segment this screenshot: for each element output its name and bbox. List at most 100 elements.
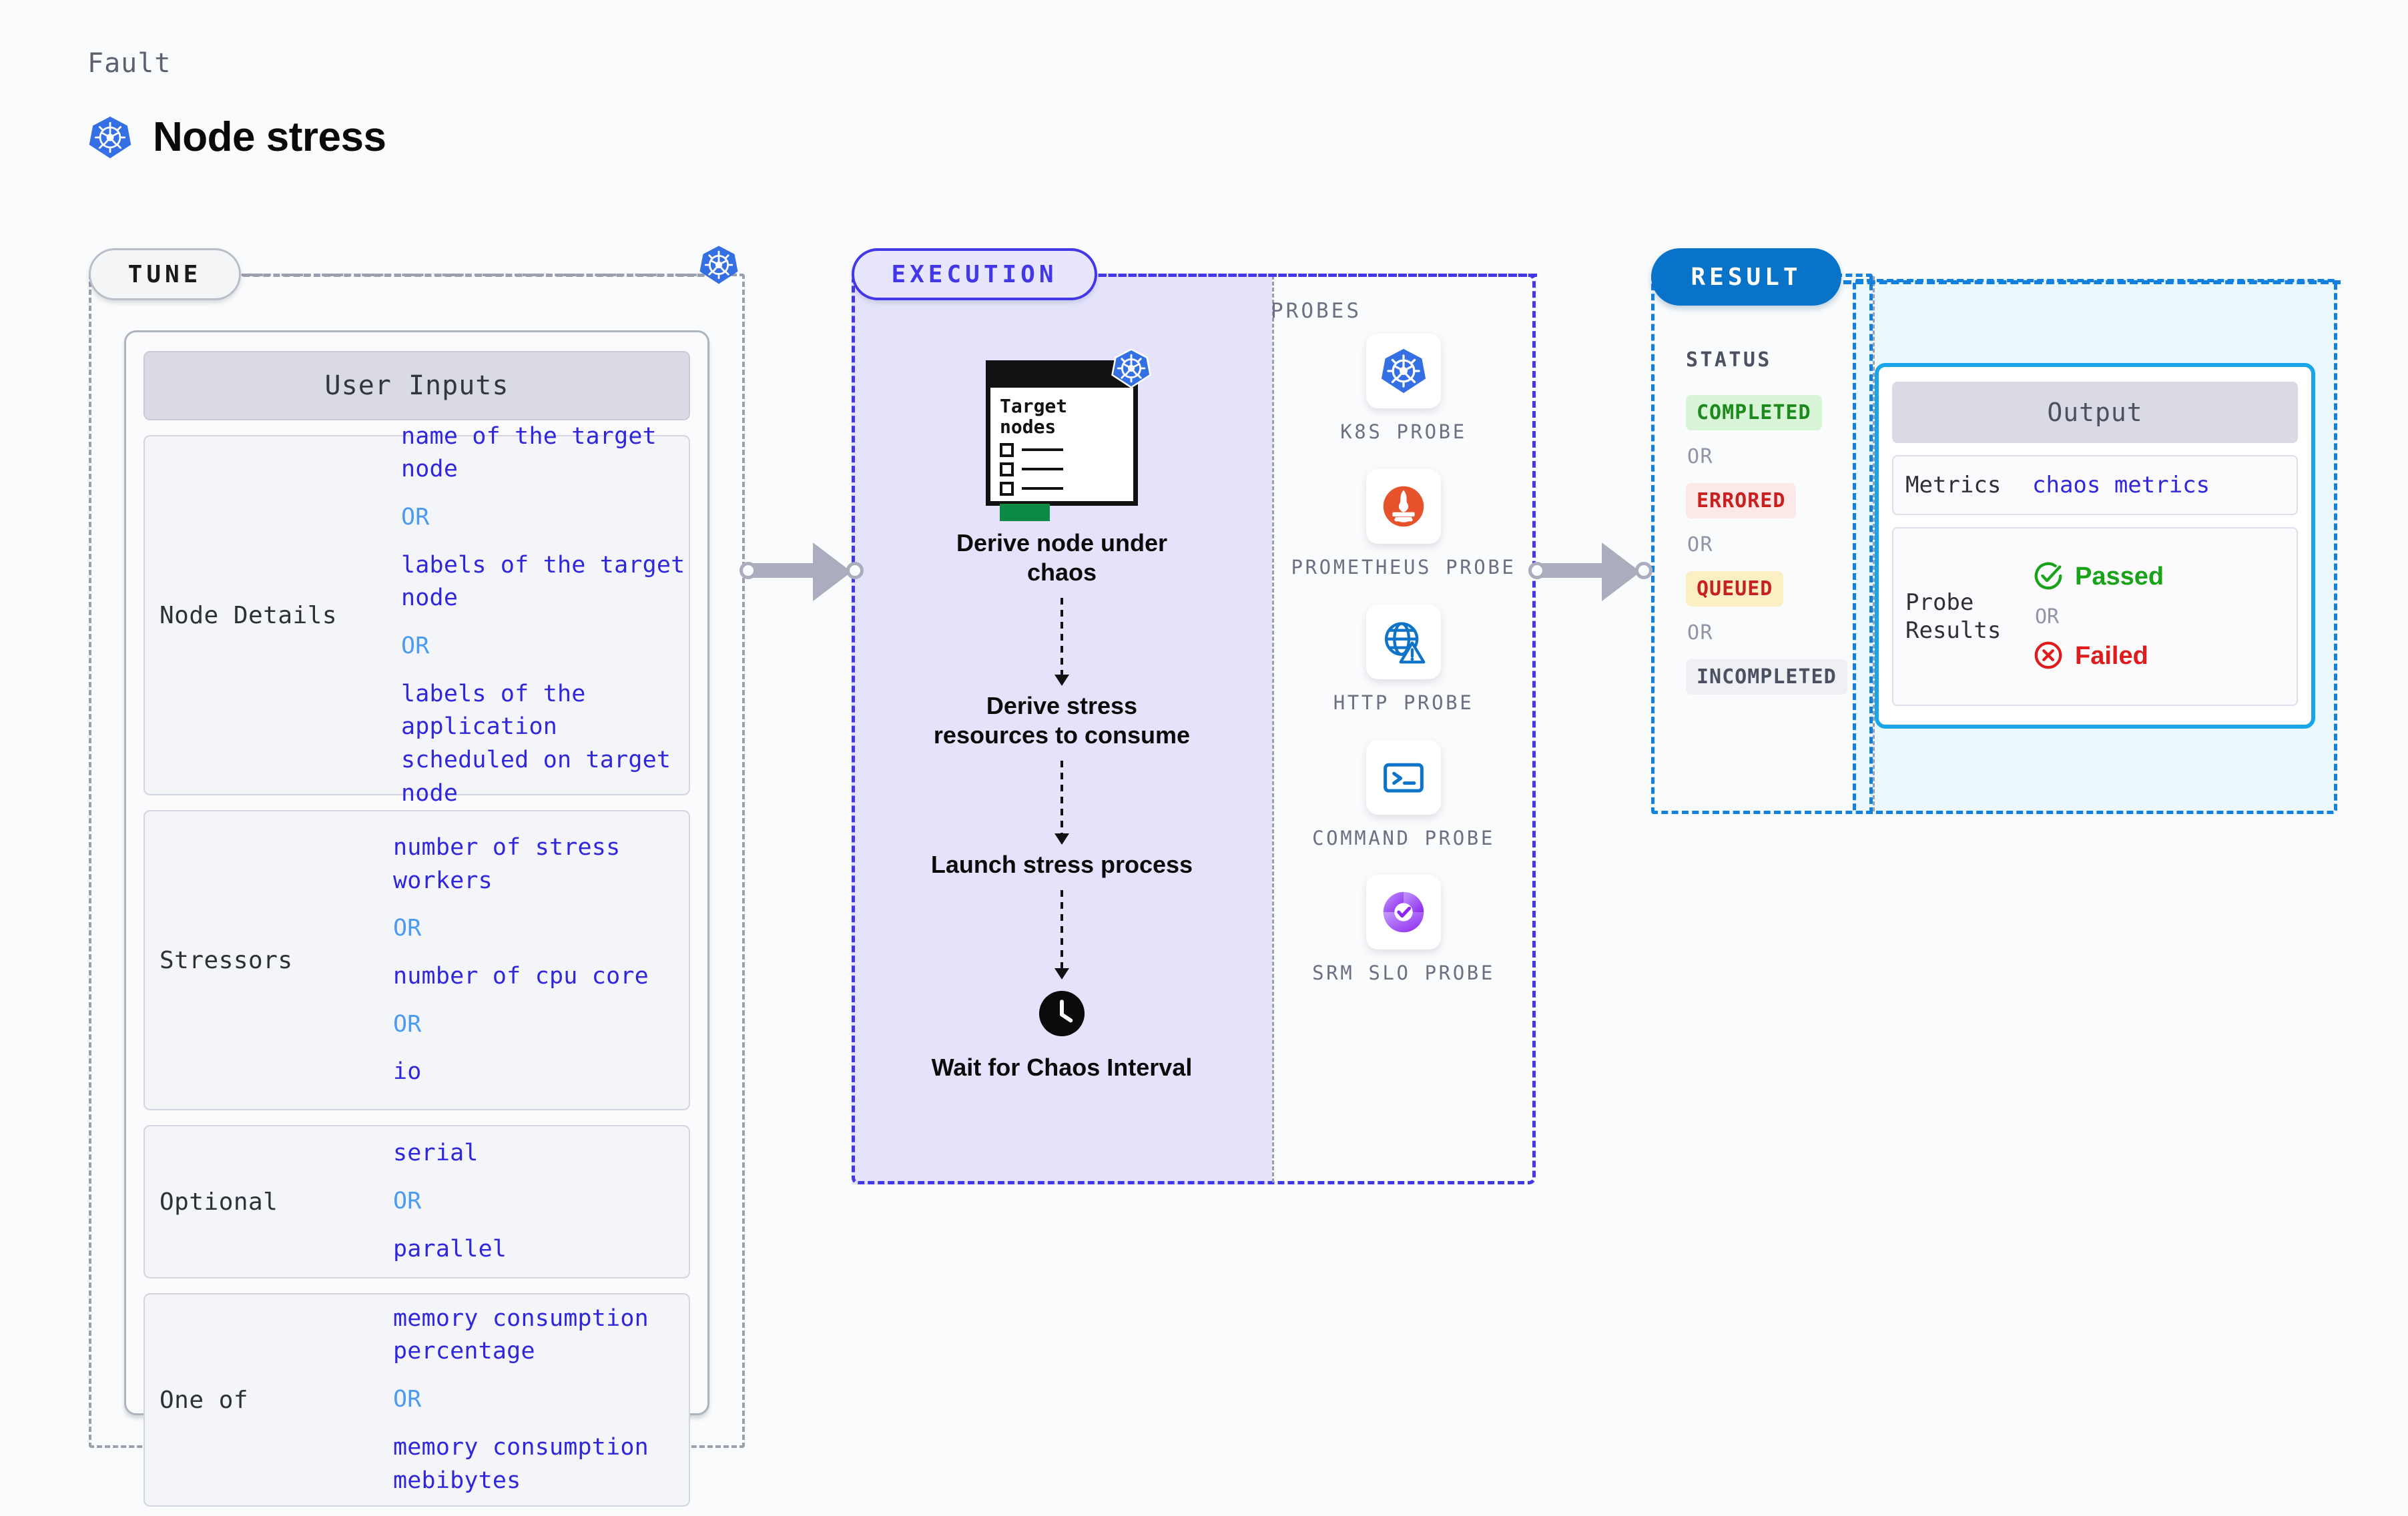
flow-arrow — [1055, 760, 1069, 845]
prometheus-icon — [1366, 468, 1441, 544]
input-group-one-of: One of memory consumption percentage OR … — [143, 1293, 690, 1507]
probe-item-prometheus[interactable]: PROMETHEUS PROBE — [1291, 468, 1516, 581]
probe-label: K8S PROBE — [1340, 420, 1467, 443]
input-value: memory consumption mebibytes — [393, 1433, 649, 1494]
tune-leader-line — [243, 274, 714, 277]
probe-results-label: Probe Results — [1905, 589, 2002, 644]
x-circle-icon — [2032, 639, 2064, 674]
input-group-label: One of — [160, 1386, 249, 1414]
input-value: labels of the application scheduled on t… — [401, 680, 671, 807]
status-badge-queued: QUEUED — [1686, 571, 1784, 607]
execution-to-result-arrow — [1528, 542, 1655, 602]
result-badge[interactable]: RESULT — [1651, 248, 1841, 306]
status-badge-incompleted: INCOMPLETED — [1686, 659, 1847, 695]
input-value: number of stress workers — [393, 833, 621, 894]
status-badge-errored: ERRORED — [1686, 483, 1797, 518]
input-value: labels of the target node — [401, 551, 685, 612]
output-card: Output Metrics chaos metrics Probe Resul… — [1875, 363, 2315, 729]
terminal-icon — [1366, 739, 1441, 815]
line-placeholder — [1022, 487, 1063, 490]
page-title: Node stress — [153, 114, 386, 160]
probe-results-values: Passed OR Failed — [2032, 560, 2164, 674]
input-value: io — [393, 1058, 422, 1086]
status-badge-completed: COMPLETED — [1686, 395, 1822, 430]
probe-result-passed: Passed — [2032, 560, 2164, 595]
probe-result-failed: Failed — [2032, 639, 2164, 674]
probe-label: SRM SLO PROBE — [1312, 962, 1495, 985]
step-label: Launch stress process — [930, 850, 1193, 878]
step-label: Derive node under chaos — [956, 529, 1168, 586]
execution-flow: Target nodes — [852, 314, 1272, 1082]
step-label: Wait for Chaos Interval — [931, 1053, 1193, 1081]
or-separator: OR — [401, 503, 430, 530]
checkbox-icon — [1000, 481, 1014, 496]
flow-arrow — [1055, 597, 1069, 686]
probe-label: COMMAND PROBE — [1312, 826, 1495, 849]
input-group-label: Optional — [160, 1188, 278, 1216]
probe-label: PROMETHEUS PROBE — [1291, 555, 1516, 579]
green-status-bar — [1000, 503, 1050, 521]
result-leader-line — [1843, 280, 2341, 284]
flow-arrow — [1055, 889, 1069, 980]
probe-item-http[interactable]: HTTP PROBE — [1333, 604, 1474, 716]
srm-slo-icon — [1366, 875, 1441, 950]
input-group-values: serial OR parallel — [393, 1137, 507, 1266]
status-list: COMPLETED OR ERRORED OR QUEUED OR INCOMP… — [1686, 395, 1859, 695]
metrics-label: Metrics — [1905, 471, 2002, 498]
fault-title-row: Node stress — [87, 113, 386, 161]
output-row-probe-results: Probe Results Passed OR — [1892, 527, 2298, 706]
checkbox-row — [1000, 462, 1133, 476]
clock-icon — [1037, 989, 1087, 1041]
input-group-values: memory consumption percentage OR memory … — [393, 1302, 689, 1497]
window-titlebar — [990, 365, 1133, 388]
user-inputs-card: User Inputs Node Details name of the tar… — [124, 330, 709, 1507]
checkbox-icon — [1000, 462, 1014, 476]
status-title: STATUS — [1686, 348, 1772, 372]
window-body: Target nodes — [990, 388, 1133, 521]
kubernetes-icon — [698, 244, 739, 286]
probe-item-k8s[interactable]: K8S PROBE — [1340, 334, 1467, 445]
execution-badge[interactable]: EXECUTION — [852, 248, 1097, 300]
checkbox-row — [1000, 442, 1133, 457]
or-separator: OR — [393, 915, 422, 942]
probes-title: PROBES — [1271, 299, 1362, 323]
or-separator: OR — [393, 1010, 422, 1038]
target-nodes-window-icon: Target nodes — [986, 348, 1151, 521]
input-group-stressors: Stressors number of stress workers OR nu… — [143, 810, 690, 1110]
input-group-node-details: Node Details name of the target node OR … — [143, 423, 690, 807]
step-label: Derive stress resources to consume — [933, 691, 1191, 749]
input-value: memory consumption percentage — [393, 1304, 649, 1365]
or-separator: OR — [393, 1386, 422, 1413]
kubernetes-icon — [1111, 348, 1152, 389]
fault-eyebrow-label: Fault — [87, 48, 172, 79]
probes-list: K8S PROBE PROMETHEUS PROBE — [1272, 334, 1535, 986]
line-placeholder — [1022, 448, 1063, 452]
line-placeholder — [1022, 468, 1063, 471]
input-group-label: Node Details — [160, 601, 338, 629]
input-group-values: name of the target node OR labels of the… — [393, 420, 689, 811]
result-divider — [1873, 276, 1875, 811]
input-group-optional: Optional serial OR parallel — [143, 1125, 690, 1278]
output-header: Output — [1892, 382, 2298, 443]
or-separator: OR — [2035, 605, 2060, 629]
or-separator: OR — [1687, 621, 1714, 645]
probe-label: HTTP PROBE — [1333, 691, 1474, 714]
probe-item-srm-slo[interactable]: SRM SLO PROBE — [1312, 875, 1495, 986]
probe-item-command[interactable]: COMMAND PROBE — [1312, 739, 1495, 851]
kubernetes-icon — [1366, 334, 1441, 408]
passed-label: Passed — [2075, 562, 2164, 591]
execution-leader-line — [1100, 274, 1537, 277]
input-value: serial — [393, 1140, 479, 1167]
failed-label: Failed — [2075, 642, 2148, 670]
user-inputs-header: User Inputs — [143, 351, 690, 420]
tune-badge[interactable]: TUNE — [89, 248, 241, 300]
input-value: parallel — [393, 1235, 507, 1262]
target-nodes-heading: Target nodes — [1000, 395, 1068, 438]
probes-divider — [1272, 276, 1274, 1182]
input-group-values: number of stress workers OR number of cp… — [393, 831, 689, 1089]
kubernetes-icon — [87, 115, 133, 160]
or-separator: OR — [401, 633, 430, 659]
or-separator: OR — [393, 1188, 422, 1215]
input-group-label: Stressors — [160, 946, 293, 974]
